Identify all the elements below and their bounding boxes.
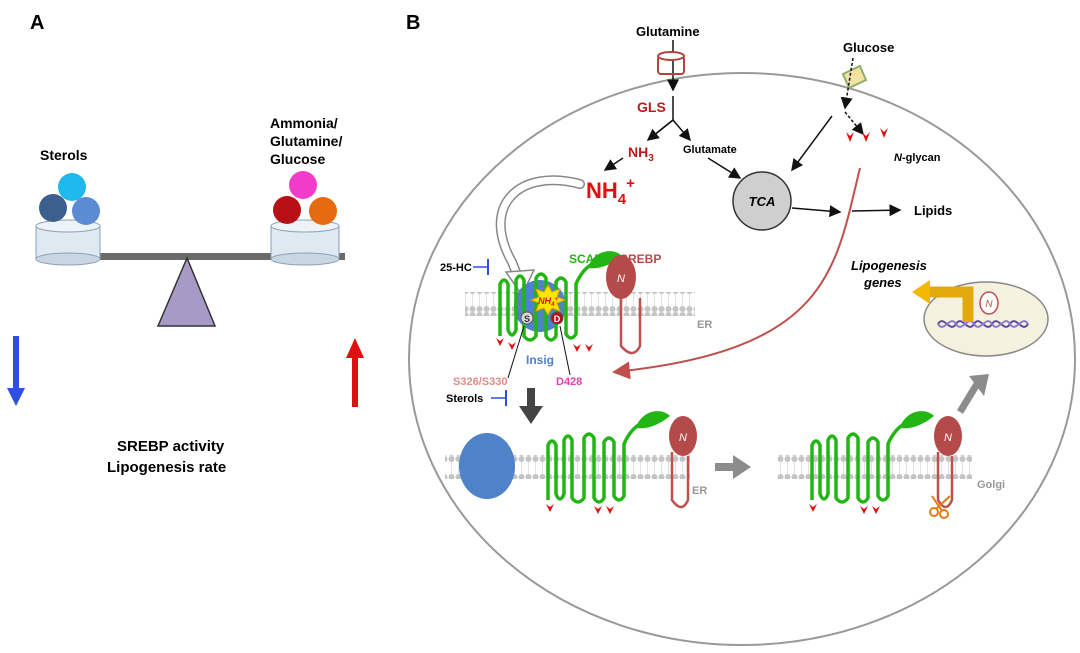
lipogenesis-label-2: genes xyxy=(863,275,902,290)
right-pan xyxy=(270,171,340,266)
lipids-label: Lipids xyxy=(914,203,952,218)
insig-label: Insig xyxy=(526,353,554,367)
er-label-upper: ER xyxy=(697,319,712,331)
sterol-ball xyxy=(58,173,86,201)
glycan-icon xyxy=(846,128,888,142)
glycosylation-arrow xyxy=(612,167,861,380)
srebp-n-golgi: N xyxy=(944,432,952,444)
er-membrane-upper xyxy=(465,292,695,316)
hc25-label: 25-HC xyxy=(440,262,472,274)
aspartate-residue xyxy=(550,311,564,325)
scap-protein-lower xyxy=(546,422,641,504)
scap-wd-domain-golgi xyxy=(900,411,934,429)
srebp-n-domain-golgi xyxy=(934,416,962,456)
srebp-n-domain-lower xyxy=(669,416,697,456)
balance-scale xyxy=(35,171,345,327)
nh4-binding-badge: NH4+ xyxy=(529,283,567,317)
golgi-membrane xyxy=(777,455,972,479)
scissors-icon xyxy=(929,495,951,519)
scap-protein-upper xyxy=(498,262,593,342)
left-pan xyxy=(35,173,101,266)
nuclear-n-label: N xyxy=(985,299,993,310)
scap-glycans-upper xyxy=(496,338,593,352)
ammonia-label: Ammonia/ xyxy=(270,115,338,131)
glucose-transporter xyxy=(841,64,868,90)
lipogenesis-label-1: Lipogenesis xyxy=(851,258,927,273)
sterol-ball xyxy=(39,194,67,222)
golgi-label: Golgi xyxy=(977,479,1005,491)
glutamate-label: Glutamate xyxy=(683,144,737,156)
panel-b-label: B xyxy=(406,12,420,34)
glutamine-label: Glutamine xyxy=(636,24,700,39)
scap-protein-golgi xyxy=(810,422,905,504)
nh4-label: NH4+ xyxy=(586,175,635,208)
caption-lipogenesis: Lipogenesis rate xyxy=(107,459,226,476)
svg-text:NH4+: NH4+ xyxy=(538,296,558,308)
transcription-arrow xyxy=(912,280,974,322)
ammonia-curved-arrow xyxy=(495,175,585,297)
er-to-golgi-arrow xyxy=(715,455,751,479)
nutrient-ball xyxy=(273,196,301,224)
er-label-lower: ER xyxy=(692,485,707,497)
srebp-membrane-lower xyxy=(670,452,690,509)
caption-srebp: SREBP activity xyxy=(117,438,225,455)
gls-label: GLS xyxy=(637,99,666,115)
nglycan-label: N-glycan xyxy=(894,152,941,164)
d-letter: D xyxy=(554,314,561,324)
nh3-label: NH3 xyxy=(628,144,654,164)
nuclear-srebp-icon xyxy=(979,291,999,315)
scap-wd-domain xyxy=(588,251,622,269)
scap-glycans-lower xyxy=(546,504,614,514)
sterols-label: Sterols xyxy=(40,147,88,163)
nucleus xyxy=(923,281,1049,357)
scap-wd-domain-lower xyxy=(636,411,670,429)
glucose-label-a: Glucose xyxy=(270,151,325,167)
srebp-label: SREBP xyxy=(620,252,661,266)
scap-label: SCAP xyxy=(569,252,602,266)
srebp-n-lower: N xyxy=(679,432,687,444)
sterols-inhibitor-label: Sterols xyxy=(446,393,483,405)
insig-protein-lower xyxy=(459,433,515,499)
glucose-label: Glucose xyxy=(843,40,894,55)
up-arrow xyxy=(346,338,364,407)
serine-residue xyxy=(520,311,534,325)
srebp-membrane-golgi xyxy=(936,452,954,509)
sterol-ball xyxy=(72,197,100,225)
down-arrow xyxy=(7,336,25,406)
scap-glycans-golgi xyxy=(809,504,880,514)
d428-label: D428 xyxy=(556,376,582,388)
dna-helix-icon xyxy=(937,320,1029,328)
cell-membrane xyxy=(408,72,1076,646)
srebp-n-upper: N xyxy=(617,273,625,285)
glutamine-label-a: Glutamine/ xyxy=(270,133,342,149)
s326-label: S326/S330 xyxy=(453,376,507,388)
nutrient-ball xyxy=(309,197,337,225)
tca-label: TCA xyxy=(749,194,776,209)
glutamine-transporter xyxy=(657,51,685,75)
tca-circle xyxy=(732,171,792,231)
srebp-n-domain-upper xyxy=(606,255,636,299)
dissociation-arrow xyxy=(519,388,543,424)
panel-a-label: A xyxy=(30,12,44,34)
golgi-to-nucleus-arrow xyxy=(957,374,989,414)
nutrient-ball xyxy=(289,171,317,199)
srebp-membrane-upper xyxy=(619,298,642,355)
s-letter: S xyxy=(524,314,530,324)
